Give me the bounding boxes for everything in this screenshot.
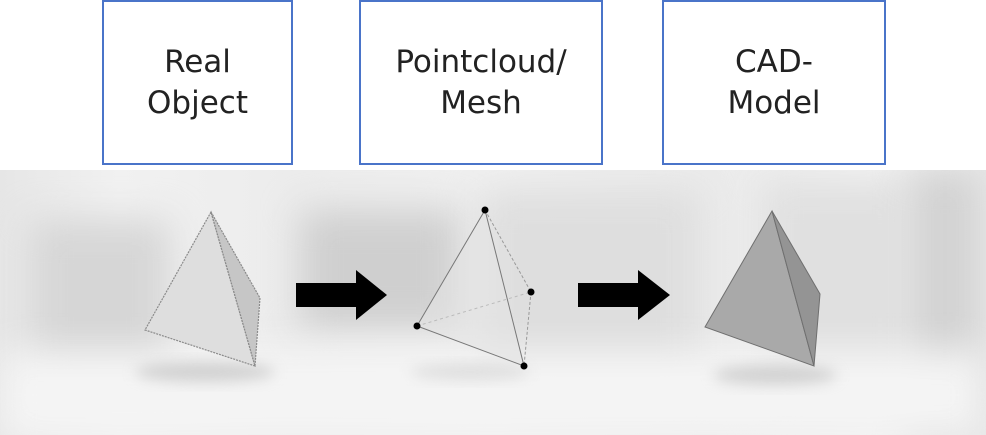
real-object-tetrahedron bbox=[135, 210, 275, 382]
cad-model-box: CAD- Model bbox=[662, 0, 886, 165]
right-arrow-icon bbox=[578, 270, 670, 320]
pointcloud-mesh-tetrahedron bbox=[410, 206, 535, 380]
cad-model-label: CAD- Model bbox=[727, 44, 821, 121]
cad-model-tetrahedron bbox=[704, 209, 837, 385]
right-arrow-icon bbox=[296, 270, 387, 320]
pointcloud-mesh-box: Pointcloud/ Mesh bbox=[359, 0, 603, 165]
pointcloud-mesh-label: Pointcloud/ Mesh bbox=[395, 44, 567, 121]
real-object-box: Real Object bbox=[102, 0, 293, 165]
real-object-label: Real Object bbox=[147, 44, 248, 121]
